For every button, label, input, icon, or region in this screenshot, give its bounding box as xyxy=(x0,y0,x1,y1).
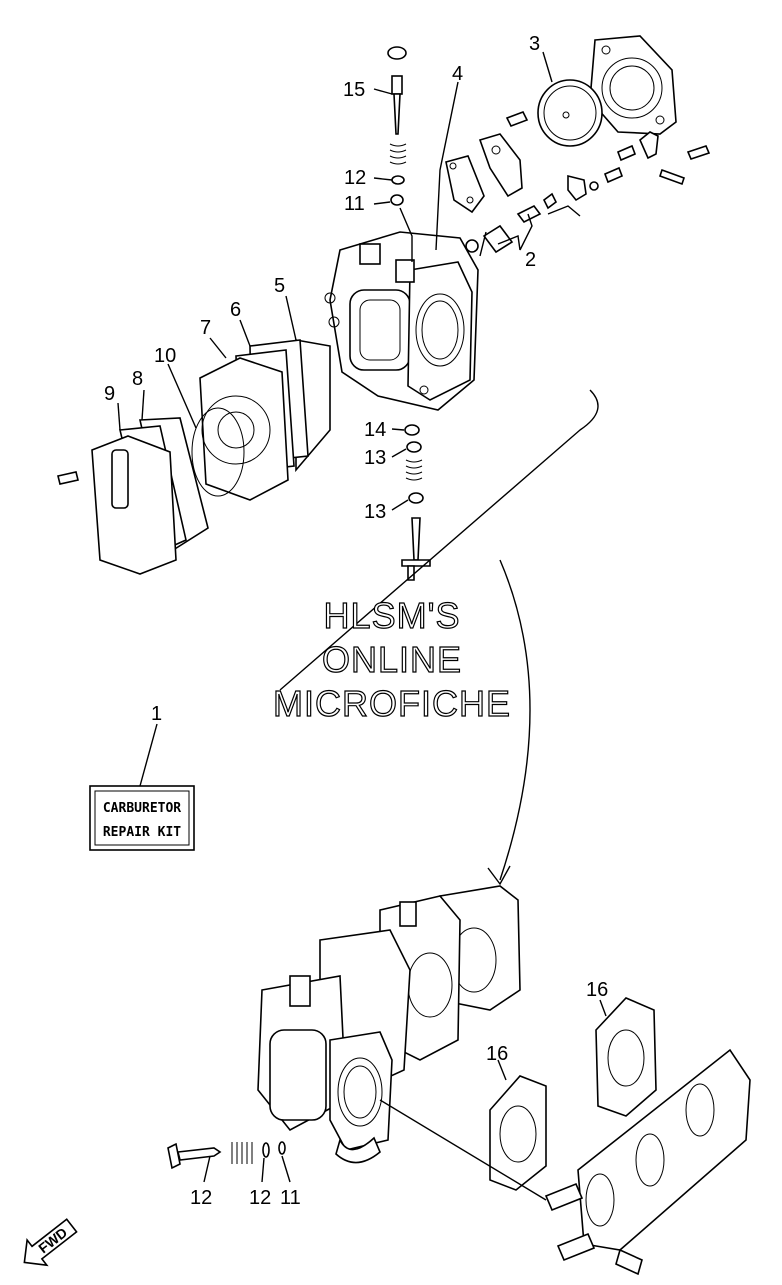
carburetor-body xyxy=(324,231,479,411)
callout-12-bottom-b: 12 xyxy=(249,1187,271,1209)
intake-manifold xyxy=(544,1048,751,1276)
callout-11-top: 11 xyxy=(344,193,365,215)
gaskets xyxy=(489,997,657,1191)
main-jet-stack xyxy=(401,424,431,581)
watermark-line-3: MICROFICHE xyxy=(273,683,511,724)
callout-3: 3 xyxy=(529,33,540,55)
callout-9: 9 xyxy=(104,383,115,405)
leader-lines xyxy=(117,51,607,1201)
callout-15: 15 xyxy=(343,79,365,101)
callout-13-b: 13 xyxy=(364,501,386,523)
fwd-arrow: FWD xyxy=(23,1218,78,1267)
callout-13-a: 13 xyxy=(364,447,386,469)
callout-12-bottom-a: 12 xyxy=(190,1187,212,1209)
callout-12-top: 12 xyxy=(344,167,366,189)
bottom-pilot-screw xyxy=(167,1141,286,1170)
callout-4: 4 xyxy=(452,63,463,85)
callout-10: 10 xyxy=(154,345,176,367)
callout-6: 6 xyxy=(230,299,241,321)
repair-kit-label-1: CARBURETOR xyxy=(103,801,181,816)
callout-16-b: 16 xyxy=(486,1043,508,1065)
assembly-arrow-lines xyxy=(279,389,599,886)
watermark-line-1: HLSM'S xyxy=(324,595,461,636)
side-plates-exploded xyxy=(57,339,331,575)
callout-7: 7 xyxy=(200,317,211,339)
repair-kit-label-2: REPAIR KIT xyxy=(103,825,181,840)
assembled-carburetors xyxy=(257,885,521,1164)
needle-valve-assembly xyxy=(465,192,558,254)
pilot-screw-stack xyxy=(387,46,407,206)
callout-11-bottom: 11 xyxy=(280,1187,301,1209)
pump-cover-assembly xyxy=(505,35,711,202)
callout-5: 5 xyxy=(274,275,285,297)
callout-1: 1 xyxy=(151,703,162,725)
callout-8: 8 xyxy=(132,368,143,390)
callout-16-a: 16 xyxy=(586,979,608,1001)
bracket-plate xyxy=(445,133,523,214)
watermark-line-2: ONLINE xyxy=(322,639,462,680)
callout-2: 2 xyxy=(525,249,536,271)
repair-kit-box: CARBURETOR REPAIR KIT xyxy=(89,785,195,851)
callout-14: 14 xyxy=(364,419,386,441)
